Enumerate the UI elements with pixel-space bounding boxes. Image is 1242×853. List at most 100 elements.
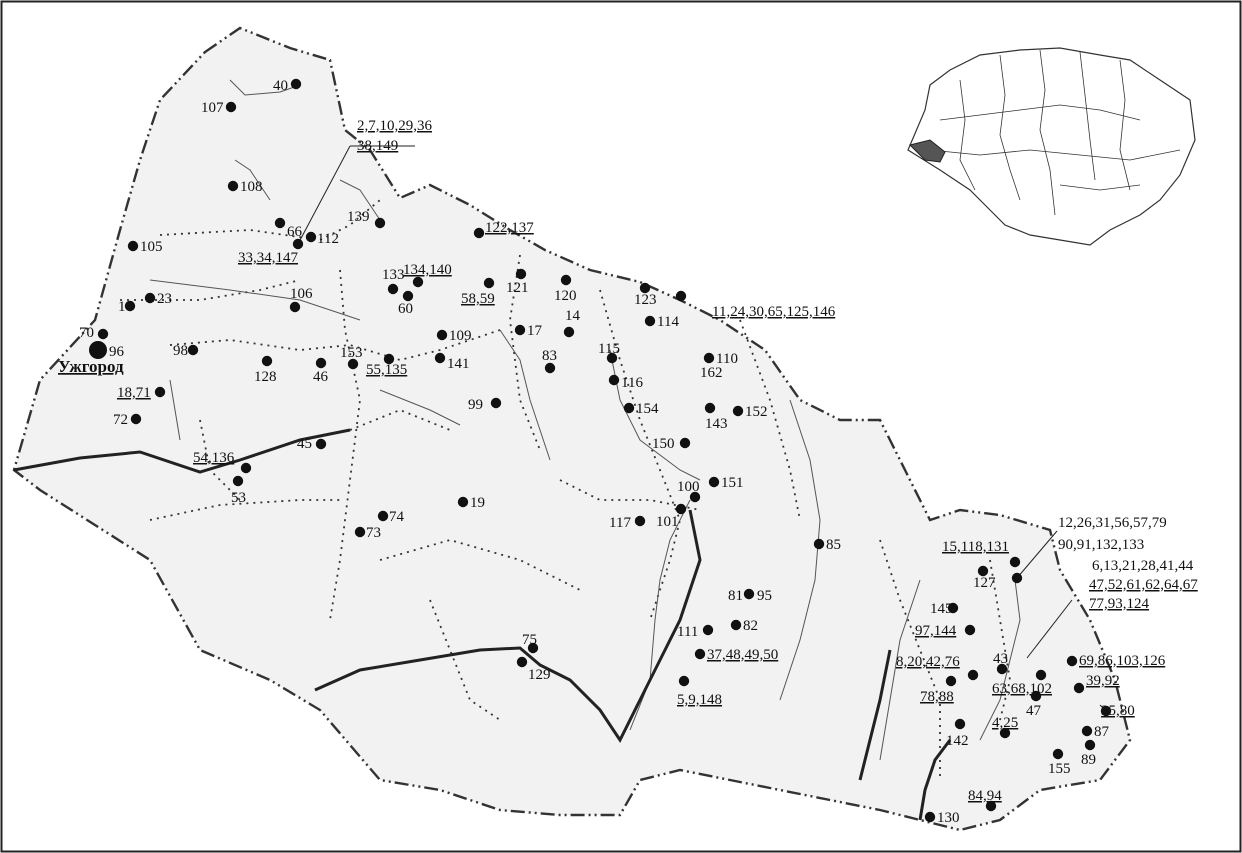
settlement-point: 90,91,132,133 <box>1058 537 1144 553</box>
settlement-point: 145 <box>930 601 959 617</box>
settlement-point: 111 <box>677 624 714 640</box>
settlement-point: 19 <box>457 495 485 511</box>
settlement-point: 108 <box>227 179 263 195</box>
settlement-label: 73 <box>366 525 381 541</box>
settlement-point: 106 <box>289 286 313 313</box>
settlement-label: 37,48,49,50 <box>707 647 778 663</box>
settlement-label: 129 <box>528 667 551 683</box>
settlement-dot <box>985 800 997 812</box>
settlement-dot <box>967 669 979 681</box>
settlement-dot <box>708 476 720 488</box>
settlement-point: 45 <box>297 436 327 452</box>
settlement-dot <box>274 217 286 229</box>
settlement-label: 66 <box>287 224 303 240</box>
settlement-dot <box>678 675 690 687</box>
settlement-dot <box>954 718 966 730</box>
settlement-label: 153 <box>340 345 363 361</box>
settlement-point: 152 <box>732 404 768 420</box>
settlement-dot <box>1100 705 1112 717</box>
settlement-dot <box>124 300 136 312</box>
settlement-point: 40 <box>273 78 302 94</box>
settlement-dot <box>290 78 302 90</box>
settlement-point: 70 <box>79 325 109 341</box>
settlement-point: 53 <box>231 475 246 506</box>
settlement-dot <box>187 344 199 356</box>
settlement-label: 45 <box>297 436 312 452</box>
settlement-label: 95 <box>757 588 772 604</box>
settlement-dot <box>964 624 976 636</box>
settlement-label: 130 <box>937 810 960 826</box>
settlement-dot <box>154 386 166 398</box>
settlement-point: 14 <box>563 308 581 338</box>
settlement-dot <box>743 588 755 600</box>
settlement-point: 15,118,131 <box>942 539 1021 568</box>
settlement-dot <box>694 648 706 660</box>
city-marker-uzhhorod <box>89 341 107 359</box>
settlement-point: 97,144 <box>915 623 976 639</box>
settlement-label: 47,52,61,62,64,67 <box>1089 577 1198 593</box>
settlement-label: 2,7,10,29,36 <box>357 118 433 134</box>
settlement-point: 74 <box>377 509 405 525</box>
settlement-dot <box>227 180 239 192</box>
settlement-dot <box>225 101 237 113</box>
settlement-label: 70 <box>79 325 94 341</box>
settlement-point: 6,13,21,28,41,44 <box>1011 558 1194 584</box>
settlement-dot <box>354 526 366 538</box>
settlement-label: 4,25 <box>992 715 1018 731</box>
settlement-label: 123 <box>634 292 657 308</box>
settlement-point: 117 <box>609 515 646 531</box>
settlement-dot <box>623 402 635 414</box>
settlement-label: 89 <box>1081 752 1096 768</box>
settlement-label: 117 <box>609 515 631 531</box>
settlement-point: 87 <box>1081 724 1110 740</box>
settlement-dot <box>999 727 1011 739</box>
settlement-label: 100 <box>677 479 700 495</box>
settlement-dot <box>563 326 575 338</box>
settlement-label: 87 <box>1094 724 1110 740</box>
settlement-point: 23 <box>144 291 172 307</box>
settlement-dot <box>1052 748 1064 760</box>
settlement-label: 85 <box>826 537 841 553</box>
settlement-point: 77,93,124 <box>1089 596 1150 612</box>
settlement-point: 83 <box>542 348 557 374</box>
settlement-dot <box>412 276 424 288</box>
settlement-label: 139 <box>347 209 370 225</box>
settlement-point: 1 <box>118 299 136 315</box>
settlement-dot <box>730 619 742 631</box>
settlement-dot <box>144 292 156 304</box>
settlement-dot <box>289 301 301 313</box>
settlement-dot <box>1030 690 1042 702</box>
settlement-dot <box>560 274 572 286</box>
settlement-label: 15,118,131 <box>942 539 1009 555</box>
settlement-point: 116 <box>608 374 643 391</box>
settlement-point: 60 <box>398 290 414 317</box>
settlement-label: 39,92 <box>1086 673 1120 689</box>
settlement-label: 8,20,42,76 <box>896 654 960 670</box>
settlement-label: 97,144 <box>915 623 957 639</box>
settlement-dot <box>544 362 556 374</box>
settlement-point: 143 <box>704 402 728 432</box>
settlement-label: 60 <box>398 301 413 317</box>
settlement-point: 66 <box>274 217 303 240</box>
settlement-point: 150 <box>652 436 691 452</box>
settlement-label: 23 <box>157 291 172 307</box>
settlement-point: 112 <box>305 231 339 247</box>
settlement-label: 162 <box>700 365 723 381</box>
settlement-point: 122,137 <box>473 220 534 239</box>
settlement-label: 38,149 <box>357 138 398 154</box>
settlement-point: 69,86,103,126 <box>1066 653 1166 669</box>
settlement-label: 35,80 <box>1101 703 1135 719</box>
settlement-dot <box>1011 572 1023 584</box>
settlement-dot <box>527 642 539 654</box>
settlement-label: 90,91,132,133 <box>1058 537 1144 553</box>
settlement-point: 75 <box>522 632 539 654</box>
settlement-dot <box>515 268 527 280</box>
settlement-point: 101 <box>656 503 687 530</box>
settlement-dot <box>387 283 399 295</box>
settlement-label: 33,34,147 <box>238 250 299 266</box>
settlement-label: 112 <box>317 231 339 247</box>
settlement-label: 127 <box>973 575 996 591</box>
settlement-dot <box>947 602 959 614</box>
settlement-dot <box>813 538 825 550</box>
settlement-label: 111 <box>677 624 698 640</box>
